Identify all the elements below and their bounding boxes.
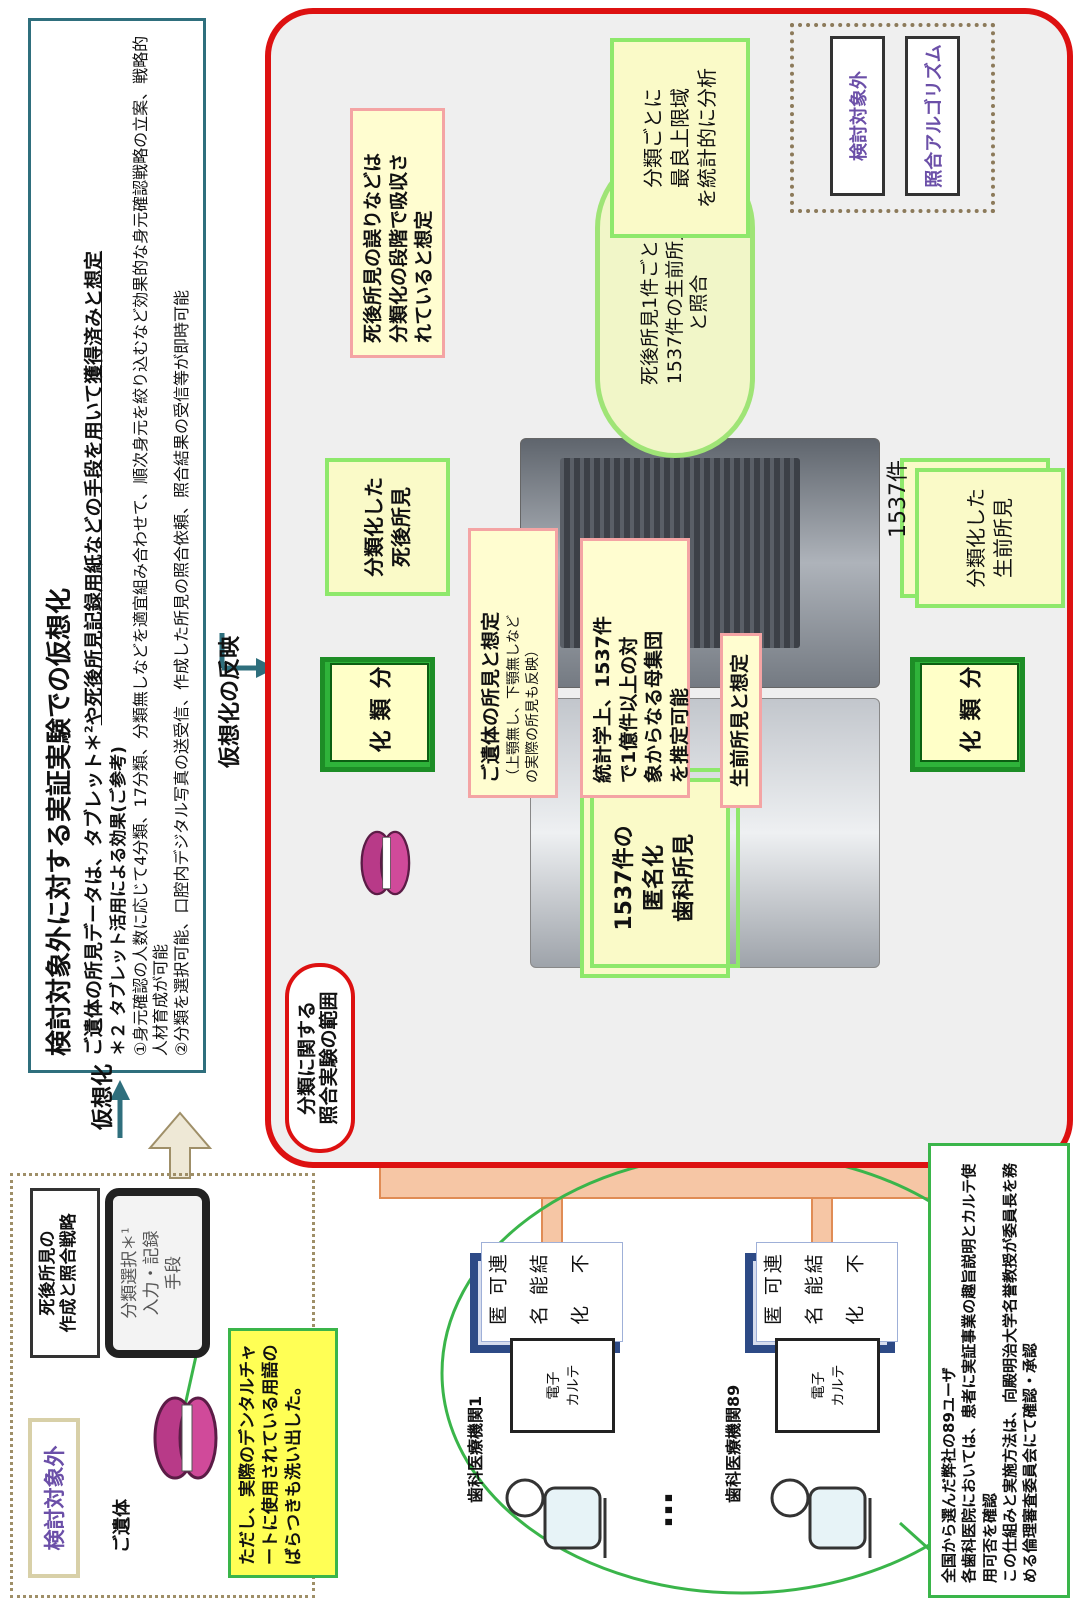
clinics-ellipsis: … [640,1492,681,1528]
analysis-result: 分類ごとに 最良上限域 を統計的に分析 [610,38,750,238]
virtualize-label: 仮想化 [91,1063,116,1130]
note-antemortem: 生前所見と想定 [720,633,762,808]
terminology-note: ただし、実際のデンタルチャートに使用されている用語のばらつきも洗い出した。 [228,1328,338,1578]
antemortem-count: 1537件 [886,460,911,538]
anon-records-shadow [590,768,740,968]
participants-note: 全国から選んだ弊社の89ユーザ 各歯科医院においては、患者に実証事業の趣旨説明と… [928,1143,1070,1598]
virtualization-title: 検討対象外に対する実証実験での仮想化 [45,587,75,1056]
karte-89: 電子 カルテ [775,1338,880,1433]
classified-antemortem: 分類化した 生前所見 [915,468,1065,608]
note-statistics: 統計学上、1537件 で1億件以上の対 象からなる母集団 を推定可能 [580,538,691,798]
virtualization-line1: ご遺体の所見データは、タブレット＊2や死後所見記録用紙などの手段を用いて獲得済み… [82,250,105,1056]
karte-1: 電子 カルテ [510,1338,615,1433]
algorithm-label: 照合アルゴリズム [905,36,960,196]
note-error-absorb: 死後所見の誤りなどは 分類化の段階で吸収さ れていると想定 [350,108,445,358]
dentist-icon-89 [770,1478,872,1558]
clinic1-label: 歯科医療機関1 [466,1395,485,1503]
remains-label: ご遺体 [112,1499,133,1553]
left-strategy-title: 死後所見の 作成と照合戦略 [30,1188,100,1358]
virtualization-box: 検討対象外に対する実証実験での仮想化 ご遺体の所見データは、タブレット＊2や死後… [28,18,206,1073]
note-remains: ご遺体の所見と想定 （上顎無し、下顎無しなど の実際の所見も反映） [468,528,558,798]
virtualization-line4: ②分類を選択可能、口腔内デジタル写真の送受信、作成した所見の照合依頼、照合結果の… [172,289,192,1056]
clinic89-label: 歯科医療機関89 [724,1384,743,1503]
algorithm-tag-box [790,23,995,213]
dentist-icon-1 [505,1478,607,1558]
denture-small-icon [360,830,411,896]
virtualization-line2: ＊２ タブレット活用による効果(ご参考) [108,746,129,1056]
participants-line3: この仕組みと実施方法は、向殿明治大学名誉教授が委員長を務める倫理審査委員会にて確… [1000,1162,1039,1583]
left-outside-label: 検討対象外 [28,1418,80,1578]
classify-postmortem: 分 類 化 [320,657,435,772]
classify-antemortem: 分 類 化 [910,657,1025,772]
left-arrow-up-2 [147,1111,213,1179]
virtualization-line3: ①身元確認の人数に応じて4分類、17分類、分類無しなどを適宜組み合わせて、順次身… [130,35,171,1056]
participants-line1: 全国から選んだ弊社の89ユーザ [940,1367,958,1583]
participants-line2: 各歯科医院においては、患者に実証事業の趣旨説明とカルテ使用可否を確認 [960,1163,999,1583]
denture-icon [153,1396,218,1480]
scope-label: 分類に関する 照合実験の範囲 [285,963,355,1153]
tablet-device[interactable]: 分類選択＊1 入力・記録 手段 [105,1188,210,1358]
classified-postmortem: 分類化した 死後所見 [325,458,450,596]
algorithm-out-of-scope: 検討対象外 [830,36,885,196]
reflect-label: 仮想化の反映 [218,635,243,768]
